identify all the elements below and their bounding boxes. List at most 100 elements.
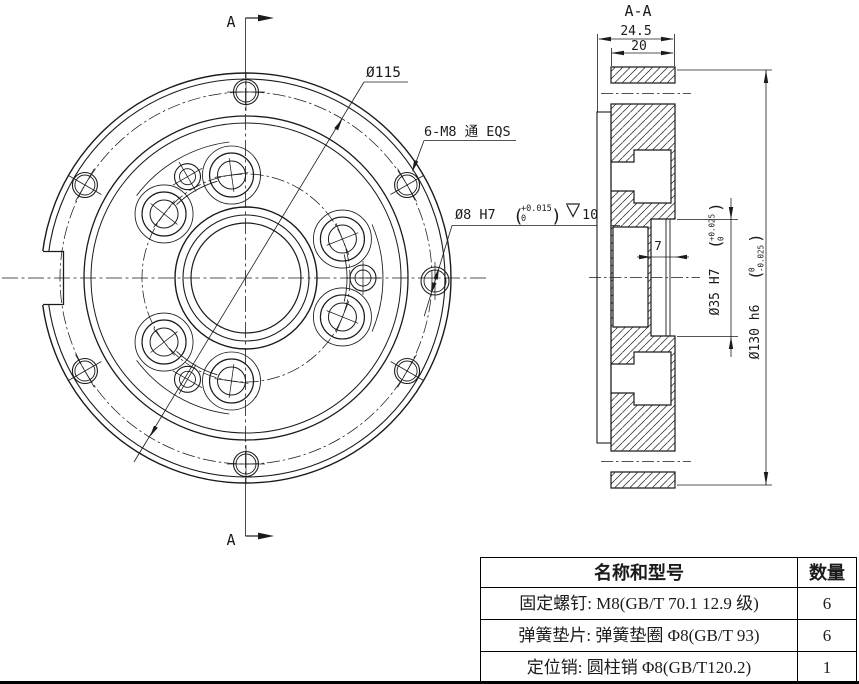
- callout-thread-label: 6-M8 通 EQS: [424, 124, 511, 140]
- hole-crosshair: [397, 354, 417, 388]
- m8-hole-inner: [396, 174, 418, 196]
- m8-hole: [71, 357, 98, 385]
- section-label-top: A: [226, 13, 235, 31]
- hole-crosshair: [214, 172, 249, 178]
- part-name: 定位销: 圆柱销 Φ8(GB/T120.2): [480, 651, 798, 684]
- part-qty: 6: [797, 587, 857, 620]
- m8-hole-inner: [396, 360, 418, 382]
- section-view: 24.5 20 Ø130 h6 ( 0 -0.025 ): [589, 2, 772, 489]
- od-tol-upper: 0: [748, 267, 757, 272]
- table-row: 固定螺钉: M8(GB/T 70.1 12.9 级) 6: [480, 587, 857, 620]
- small-pin-hole: [173, 163, 202, 191]
- dim-width-overall-label: 24.5: [620, 24, 651, 39]
- od-tol-paren-close: ): [746, 233, 765, 243]
- dim-bore-35-label: Ø35 H7 ( +0.025 0 ): [706, 202, 726, 315]
- pin-depth-value: 10: [582, 207, 598, 223]
- dim-bore-35: [677, 198, 738, 357]
- parts-table-header-qty: 数量: [797, 557, 857, 588]
- counterbore-hole-inner: [149, 199, 179, 229]
- pocket-outer-arc: [136, 360, 230, 415]
- hole-crosshair: [172, 370, 203, 389]
- part-qty: 1: [797, 651, 857, 684]
- m8-hole-inner: [74, 360, 96, 382]
- part-name: 弹簧垫片: 弹簧垫圈 Φ8(GB/T 93): [480, 619, 798, 652]
- dim-bolt-circle-115: [133, 81, 408, 463]
- dim-od-130: [677, 69, 772, 486]
- parts-table-header-row: 名称和型号 数量: [480, 557, 857, 588]
- bore-text: Ø35 H7: [708, 269, 723, 316]
- view-centerlines: [2, 18, 488, 536]
- small-pin-hole-inner: [179, 168, 196, 186]
- counterbore-wrap: [202, 145, 261, 205]
- hole-crosshair: [397, 168, 417, 202]
- pin-size-text: Ø8 H7: [455, 207, 496, 223]
- hole-crosshair: [335, 301, 350, 333]
- bore-tol-paren-close: ): [706, 202, 725, 212]
- hole-patterns: [68, 73, 450, 483]
- hole-crosshair: [75, 354, 95, 388]
- section-centerlines: [589, 93, 700, 462]
- parts-table: 名称和型号 数量 固定螺钉: M8(GB/T 70.1 12.9 级) 6 弹簧…: [480, 557, 857, 684]
- pocket-inner-arc: [176, 180, 218, 206]
- hole-crosshair: [75, 168, 95, 202]
- od-tol-lower: -0.025: [757, 245, 766, 272]
- part-name: 固定螺钉: M8(GB/T 70.1 12.9 级): [480, 587, 798, 620]
- pin-tol-lower: 0: [521, 214, 526, 224]
- dim-width-inner: [611, 48, 674, 66]
- counterbore-hole: [319, 216, 366, 262]
- pocket-inner-arc: [176, 350, 218, 376]
- dim-step-7-label: 7: [654, 238, 662, 253]
- section-body: [610, 103, 676, 452]
- counterbore-wrap: [134, 312, 194, 372]
- section-label-bottom: A: [226, 531, 235, 549]
- counterbore-hole: [208, 152, 255, 198]
- hole-crosshair: [214, 378, 249, 384]
- section-cut-indicator: [245, 14, 274, 540]
- counterbore-hole-inner: [327, 302, 357, 332]
- m8-hole: [71, 171, 98, 199]
- pin-tol-upper: +0.015: [521, 204, 552, 214]
- counterbore-wrap: [313, 287, 372, 347]
- od-text: Ø130 h6: [748, 305, 763, 360]
- parts-table-header-name: 名称和型号: [480, 557, 798, 588]
- section-arrow-top: [258, 14, 274, 22]
- counterbore-hole-inner: [149, 327, 179, 357]
- callout-thread-leader: [412, 140, 516, 172]
- m8-hole: [394, 171, 421, 199]
- bore-tol-upper: +0.025: [708, 214, 717, 241]
- front-view: A A Ø115 6-M8 通 EQS Ø8 H7 ( +0.015: [2, 13, 620, 549]
- m8-hole-inner: [74, 174, 96, 196]
- hole-crosshair: [153, 200, 175, 228]
- small-pin-hole-inner: [179, 370, 196, 388]
- bore-tol-lower: 0: [717, 236, 726, 241]
- part-qty: 6: [797, 619, 857, 652]
- pocket-outer-arc: [136, 141, 230, 196]
- section-bottom-rim: [610, 471, 676, 489]
- pocket-outer-arc: [371, 224, 384, 332]
- section-arrow-bottom: [258, 532, 274, 540]
- table-row: 定位销: 圆柱销 Φ8(GB/T120.2) 1: [480, 651, 857, 684]
- pin-tol-paren-open: (: [513, 206, 524, 227]
- counterbore-hole: [319, 294, 366, 340]
- callout-pin-leader: [423, 225, 620, 317]
- hole-crosshair: [172, 167, 203, 186]
- callout-pin-label: Ø8 H7 ( +0.015 0 ) 10: [455, 204, 598, 227]
- hole-crosshair: [335, 223, 350, 255]
- counterbore-hole-inner: [327, 224, 357, 254]
- counterbore-hole: [208, 358, 255, 404]
- counterbore-wrap: [313, 209, 372, 269]
- dim-width-overall: [597, 34, 675, 112]
- section-top-rim: [610, 66, 676, 84]
- section-view-title: A-A: [624, 2, 651, 20]
- dim-step-7: [637, 254, 689, 260]
- counterbore-wrap: [134, 184, 194, 244]
- hole-crosshair: [153, 328, 175, 356]
- dim-width-inner-label: 20: [631, 39, 647, 54]
- m8-hole: [394, 357, 421, 385]
- dim-od-130-label: Ø130 h6 ( 0 -0.025 ): [746, 233, 766, 359]
- drawing-frame-bottom-border: [0, 681, 859, 684]
- small-pin-hole: [173, 365, 202, 393]
- pin-tol-paren-close: ): [551, 206, 562, 227]
- depth-symbol-icon: [566, 203, 580, 218]
